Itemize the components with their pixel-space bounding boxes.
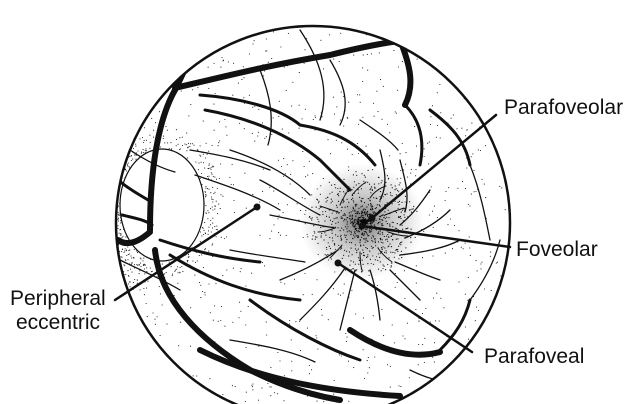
- label-foveolar: Foveolar: [516, 238, 598, 262]
- dot-parafoveolar: [369, 215, 376, 222]
- label-parafoveal: Parafoveal: [484, 345, 584, 369]
- dot-parafoveal: [335, 260, 342, 267]
- dot-peripheral: [254, 204, 261, 211]
- label-peripheral-line1: Peripheral: [10, 287, 106, 311]
- label-peripheral-line2: eccentric: [16, 311, 100, 335]
- label-parafoveolar: Parafoveolar: [504, 96, 623, 120]
- dot-foveolar: [359, 223, 366, 230]
